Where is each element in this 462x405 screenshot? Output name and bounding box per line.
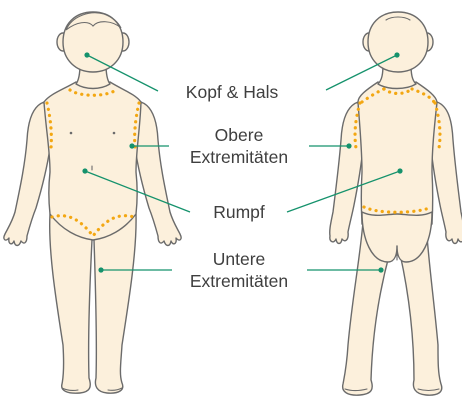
label-trunk: Rumpf [194, 201, 284, 223]
marker-upper-back [346, 143, 351, 148]
front-left-arm [4, 102, 50, 246]
back-left-arm [330, 102, 363, 244]
front-left-leg [50, 214, 92, 393]
label-upper-limbs-line2: Extremitäten [172, 146, 306, 168]
marker-lower-back [378, 267, 383, 272]
back-right-arm [431, 102, 462, 244]
front-right-leg [94, 214, 136, 393]
label-lower-limbs: Untere Extremitäten [172, 248, 306, 292]
label-upper-limbs: Obere Extremitäten [172, 124, 306, 168]
marker-upper-front [129, 143, 134, 148]
marker-trunk-front [82, 168, 87, 173]
label-head-neck: Kopf & Hals [178, 81, 286, 103]
back-head [368, 12, 428, 72]
marker-head-back [394, 52, 399, 57]
marker-head-front [84, 52, 89, 57]
front-figure [4, 12, 181, 393]
marker-lower-front [98, 267, 103, 272]
back-figure [330, 12, 462, 395]
label-upper-limbs-line1: Obere [172, 124, 306, 146]
label-lower-limbs-line1: Untere [172, 248, 306, 270]
marker-trunk-back [397, 168, 402, 173]
label-lower-limbs-line2: Extremitäten [172, 270, 306, 292]
